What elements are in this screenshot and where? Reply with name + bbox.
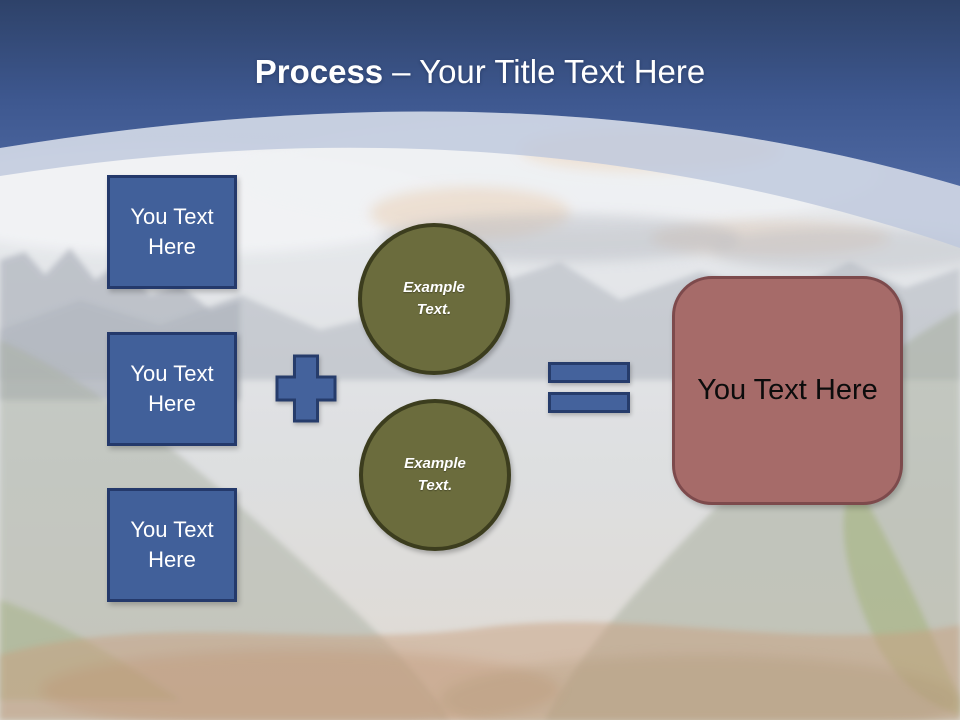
input-box-label: You Text Here (130, 517, 214, 572)
title-text: – Your Title Text Here (392, 53, 706, 90)
example-circle-2[interactable]: Example Text. (359, 399, 511, 551)
header-curve-band (0, 111, 960, 248)
example-circle-1[interactable]: Example Text. (358, 223, 510, 375)
input-box-3[interactable]: You Text Here (107, 488, 237, 602)
slide-title[interactable]: Process– Your Title Text Here (0, 54, 960, 90)
result-box-label: You Text Here (697, 374, 878, 406)
example-circle-label: Example Text. (403, 279, 465, 318)
result-box[interactable]: You Text Here (672, 276, 903, 505)
input-box-label: You Text Here (130, 204, 214, 259)
plus-icon (275, 354, 337, 423)
title-emphasis: Process (254, 53, 384, 90)
equals-bar-top (548, 362, 630, 383)
input-box-2[interactable]: You Text Here (107, 332, 237, 446)
input-box-label: You Text Here (130, 361, 214, 416)
input-box-1[interactable]: You Text Here (107, 175, 237, 289)
equals-icon (548, 362, 630, 413)
example-circle-label: Example Text. (404, 455, 466, 494)
header-banner (0, 0, 960, 186)
equals-bar-bottom (548, 392, 630, 413)
